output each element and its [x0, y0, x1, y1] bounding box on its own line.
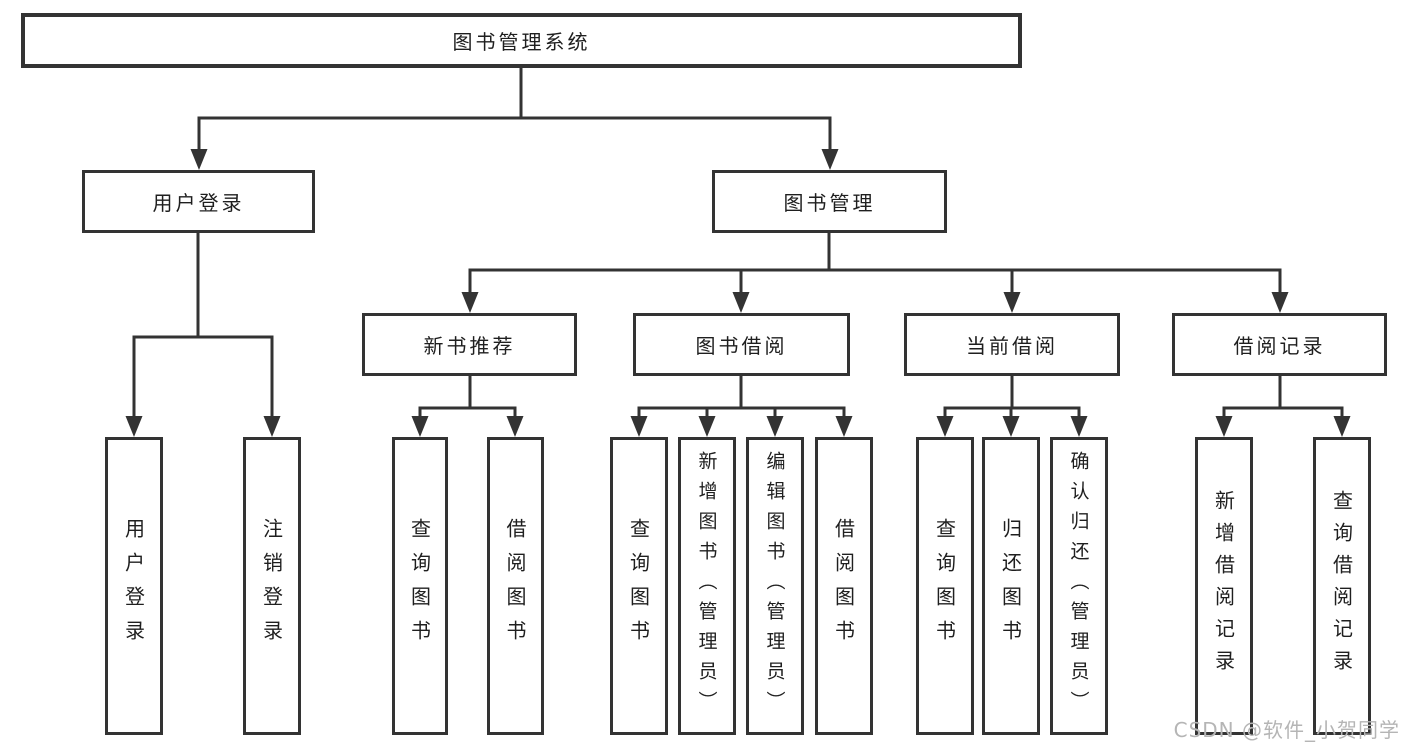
leaf-borrow-edit-book-admin: 编辑图书（管理员） — [746, 437, 804, 735]
leaf-newbooks-borrow-book-label: 借阅图书 — [503, 518, 527, 654]
leaf-borrow-edit-book-admin-label: 编辑图书（管理员） — [763, 451, 786, 721]
leaf-newbooks-query-book: 查询图书 — [392, 437, 448, 735]
leaf-newbooks-query-book-label: 查询图书 — [407, 518, 432, 654]
leaf-current-query-book: 查询图书 — [916, 437, 974, 735]
leaf-current-return-book: 归还图书 — [982, 437, 1040, 735]
node-new-book-recommend: 新书推荐 — [362, 313, 577, 376]
connector-borrow-records-to-leaves — [1215, 376, 1351, 437]
node-book-management: 图书管理 — [712, 170, 947, 233]
connector-current-borrow-to-leaves — [936, 376, 1088, 437]
node-new-book-recommend-label: 新书推荐 — [423, 334, 516, 358]
leaf-current-confirm-return-admin: 确认归还（管理员） — [1050, 437, 1108, 735]
leaf-borrow-query-book: 查询图书 — [610, 437, 668, 735]
leaf-newbooks-borrow-book: 借阅图书 — [487, 437, 544, 735]
leaf-borrow-query-book-label: 查询图书 — [626, 518, 651, 654]
node-user-login: 用户登录 — [82, 170, 315, 233]
node-current-borrow: 当前借阅 — [904, 313, 1120, 376]
connector-book-mgmt-to-modules — [461, 233, 1289, 313]
leaf-current-query-book-label: 查询图书 — [932, 518, 957, 654]
leaf-records-add-record: 新增借阅记录 — [1195, 437, 1253, 735]
leaf-borrow-add-book-admin-label: 新增图书（管理员） — [695, 451, 718, 721]
leaf-current-confirm-return-admin-label: 确认归还（管理员） — [1067, 451, 1090, 721]
node-library-management-system: 图书管理系统 — [21, 13, 1022, 68]
leaf-records-query-record-label: 查询借阅记录 — [1329, 490, 1354, 682]
leaf-logout-label: 注销登录 — [259, 518, 284, 654]
connector-user-login-to-leaves — [125, 233, 281, 437]
node-library-management-system-label: 图书管理系统 — [452, 30, 591, 54]
leaf-logout: 注销登录 — [243, 437, 301, 735]
node-book-management-label: 图书管理 — [783, 191, 876, 215]
node-book-borrow: 图书借阅 — [633, 313, 850, 376]
leaf-current-return-book-label: 归还图书 — [998, 518, 1023, 654]
node-user-login-label: 用户登录 — [152, 191, 245, 215]
csdn-watermark: CSDN @软件_小贺同学 — [1173, 718, 1400, 742]
connector-root-to-level2 — [190, 68, 839, 170]
connector-new-books-to-leaves — [411, 376, 524, 437]
node-book-borrow-label: 图书借阅 — [695, 334, 788, 358]
leaf-user-login-label: 用户登录 — [121, 518, 146, 654]
leaf-records-query-record: 查询借阅记录 — [1313, 437, 1371, 735]
leaf-user-login: 用户登录 — [105, 437, 163, 735]
leaf-records-add-record-label: 新增借阅记录 — [1211, 490, 1236, 682]
node-current-borrow-label: 当前借阅 — [966, 334, 1058, 358]
leaf-borrow-borrow-book: 借阅图书 — [815, 437, 873, 735]
leaf-borrow-add-book-admin: 新增图书（管理员） — [678, 437, 736, 735]
leaf-borrow-borrow-book-label: 借阅图书 — [831, 518, 856, 654]
node-borrow-records-label: 借阅记录 — [1233, 334, 1326, 358]
connector-book-borrow-to-leaves — [630, 376, 853, 437]
node-borrow-records: 借阅记录 — [1172, 313, 1387, 376]
